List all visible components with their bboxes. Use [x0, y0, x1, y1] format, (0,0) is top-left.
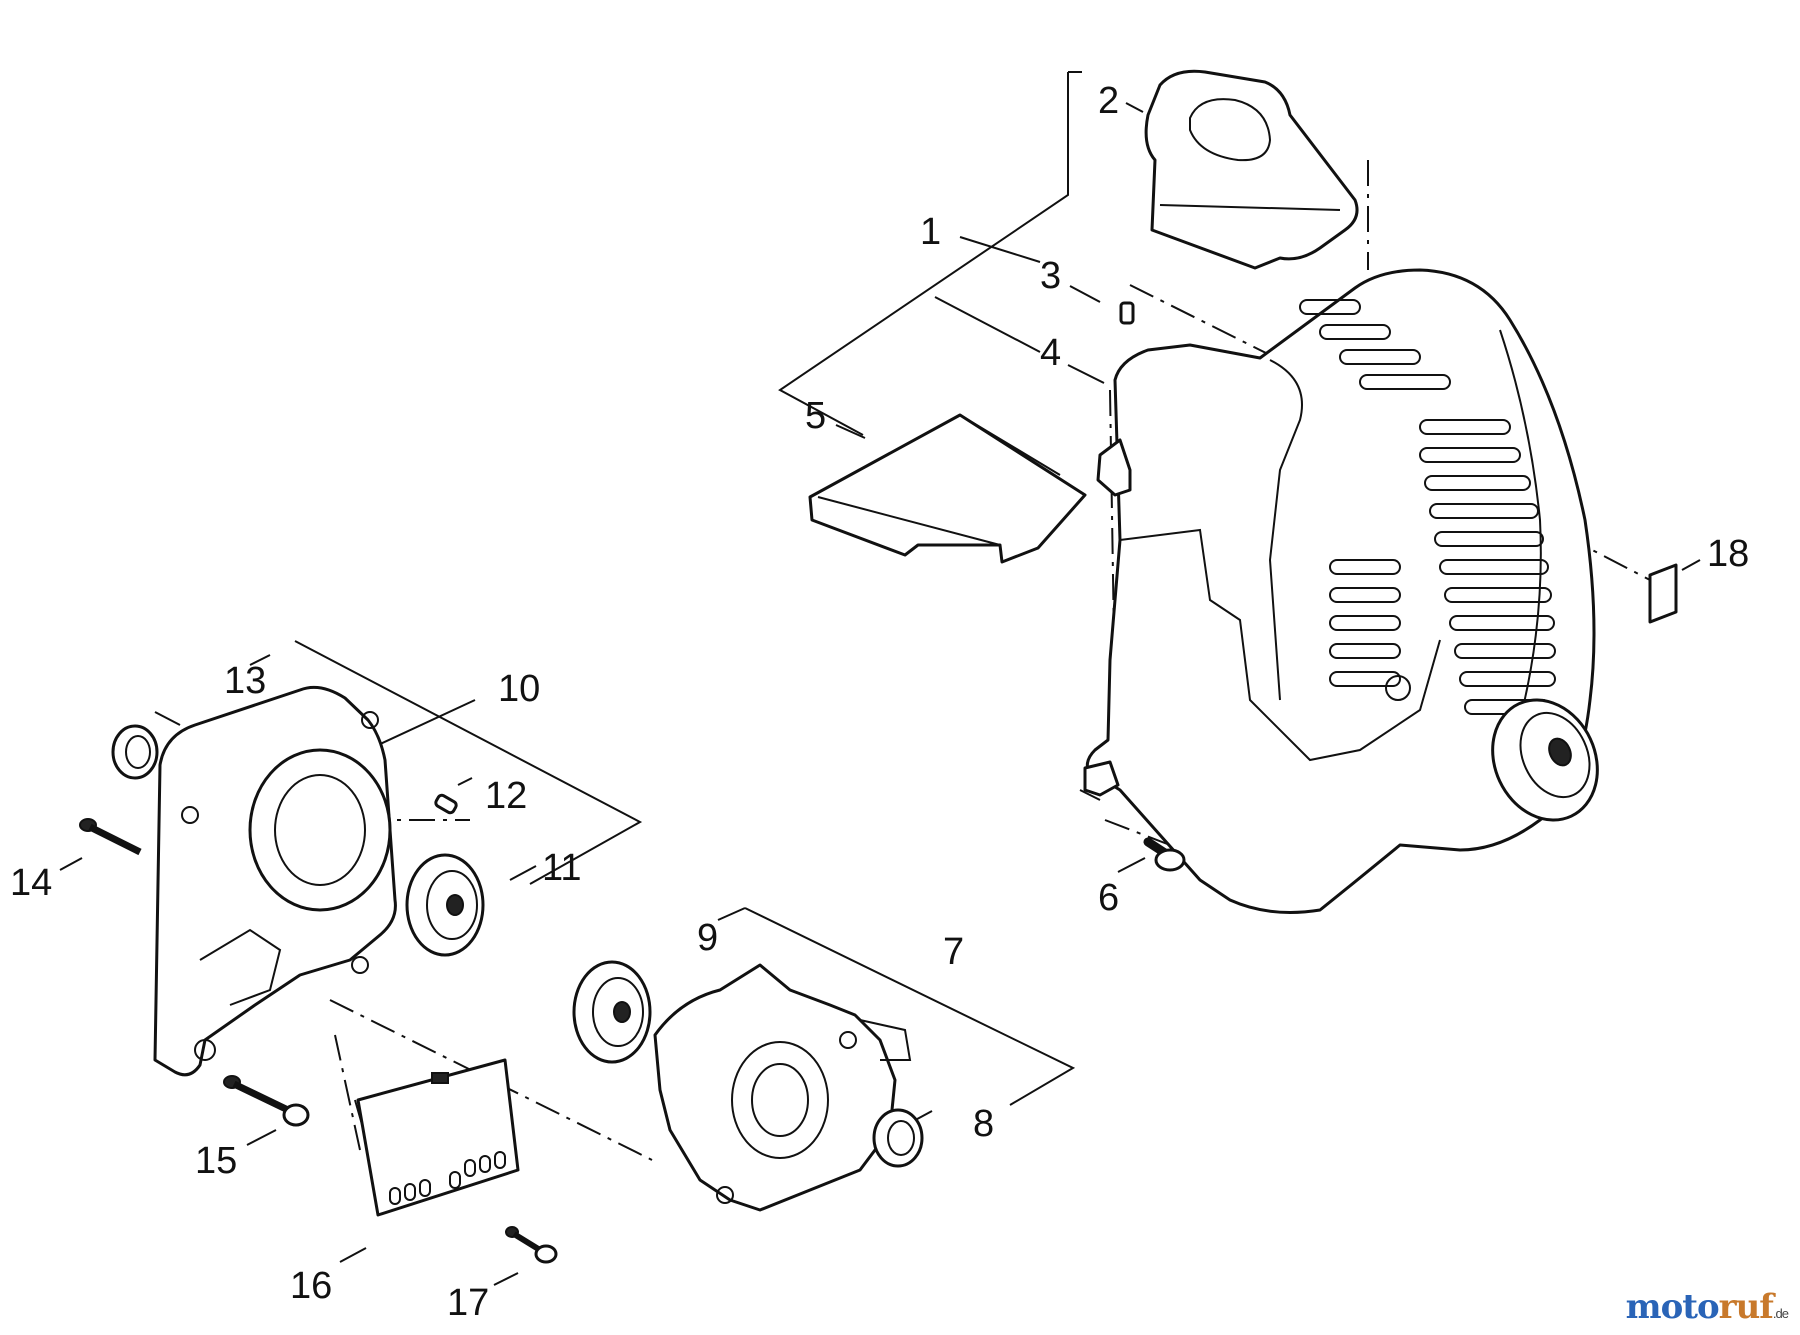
watermark-logo: motoruf.de [1625, 1287, 1789, 1327]
callout-2: 2 [1098, 80, 1119, 122]
part-pin [1119, 301, 1135, 325]
callout-4: 4 [1040, 332, 1061, 374]
part-top-plate [1144, 69, 1359, 270]
part-pin-12 [434, 793, 458, 815]
part-screw-14 [79, 818, 142, 856]
callout-14: 14 [10, 862, 52, 904]
callout-18: 18 [1707, 533, 1749, 575]
part-bolt-15 [223, 1075, 310, 1127]
part-vent-plate [356, 1058, 520, 1217]
cover-louvres [1299, 299, 1556, 715]
watermark-text-part2: ruf [1718, 1287, 1774, 1327]
callout-9: 9 [697, 917, 718, 959]
vent-slots [389, 1151, 506, 1205]
callout-15: 15 [195, 1140, 237, 1182]
callout-16: 16 [290, 1265, 332, 1307]
callout-13: 13 [224, 660, 266, 702]
part-oil-seal-8 [872, 1108, 924, 1168]
part-filter-plate [808, 413, 1087, 564]
watermark-suffix: .de [1772, 1306, 1789, 1321]
leader-lines-upper [778, 71, 1701, 873]
callout-6: 6 [1098, 877, 1119, 919]
part-screw-17 [505, 1226, 558, 1264]
callout-12: 12 [485, 775, 527, 817]
part-crankcase-7 [653, 963, 912, 1212]
callout-7: 7 [943, 931, 964, 973]
leader-lines-lower [59, 640, 1076, 1286]
part-label-square [1648, 563, 1678, 624]
part-engine-cover [1083, 268, 1599, 914]
part-bearing-11 [405, 853, 485, 957]
callout-17: 17 [447, 1282, 489, 1324]
callout-labels: 1 2 3 4 5 6 7 8 9 10 11 12 13 14 15 16 1… [10, 80, 1749, 1324]
watermark-text-part1: moto [1625, 1287, 1720, 1327]
callout-1: 1 [920, 211, 941, 253]
part-crankcase-half [153, 685, 397, 1077]
callout-5: 5 [805, 395, 826, 437]
part-oil-seal-13 [111, 724, 159, 780]
callout-3: 3 [1040, 255, 1061, 297]
part-bearing-9 [572, 960, 652, 1064]
callout-10: 10 [498, 668, 540, 710]
callout-11: 11 [542, 847, 581, 889]
recoil-knob [1491, 698, 1599, 822]
callout-8: 8 [973, 1103, 994, 1145]
part-bolt-6 [1143, 837, 1186, 872]
